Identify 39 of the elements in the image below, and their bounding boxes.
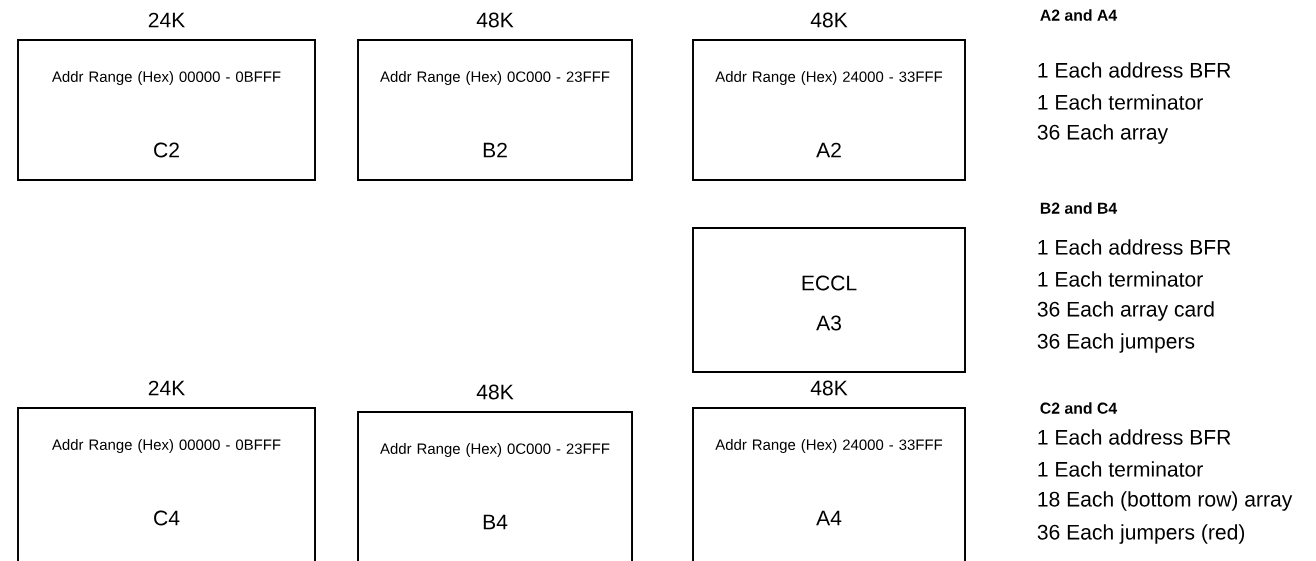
list-heading: B2 and B4 (1040, 202, 1118, 214)
node-label: C4 (154, 510, 180, 526)
memory-box: Addr Range (Hex) 00000 - 0BFFF C4 (17, 407, 316, 561)
node-label: Addr Range (Hex) 0C000 - 23FFF (380, 443, 610, 457)
parts-list-item: 36 Each jumpers (red) (1037, 524, 1245, 544)
memory-box: ECCL A3 (692, 227, 966, 373)
memory-box: Addr Range (Hex) 00000 - 0BFFF C2 (17, 39, 316, 181)
capacity-label: 24K (148, 380, 186, 396)
list-heading: C2 and C4 (1040, 402, 1118, 414)
parts-list-item: 1 Each address BFR (1038, 429, 1231, 445)
list-heading: A2 and A4 (1040, 9, 1118, 21)
parts-list-item: 1 Each terminator (1038, 271, 1203, 287)
memory-box: Addr Range (Hex) 0C000 - 23FFF B2 (357, 39, 633, 181)
parts-list-item: 1 Each address BFR (1038, 239, 1231, 255)
memory-box: Addr Range (Hex) 24000 - 33FFF A2 (692, 39, 966, 181)
parts-list-item: 36 Each array (1037, 124, 1169, 144)
node-label: Addr Range (Hex) 24000 - 33FFF (715, 71, 943, 85)
node-label: Addr Range (Hex) 0C000 - 23FFF (380, 71, 610, 85)
capacity-label: 48K (476, 384, 514, 400)
parts-list-item: 1 Each address BFR (1038, 62, 1231, 78)
node-label: Addr Range (Hex) 00000 - 0BFFF (51, 71, 281, 85)
parts-list-item: 36 Each array card (1037, 301, 1214, 321)
node-label: A4 (816, 510, 842, 526)
node-label: B4 (483, 514, 508, 530)
capacity-label: 24K (148, 12, 186, 28)
capacity-label: 48K (810, 12, 848, 28)
node-label: B2 (483, 142, 507, 158)
capacity-label: 48K (810, 380, 848, 396)
node-label: C2 (154, 142, 179, 158)
node-label: Addr Range (Hex) 00000 - 0BFFF (51, 439, 281, 453)
node-label: A2 (816, 142, 841, 158)
node-label: Addr Range (Hex) 24000 - 33FFF (715, 439, 943, 453)
capacity-label: 48K (476, 12, 514, 28)
parts-list-item: 18 Each (bottom row) array (1038, 491, 1293, 511)
memory-box: Addr Range (Hex) 0C000 - 23FFF B4 (357, 411, 633, 561)
parts-list-item: 1 Each terminator (1038, 94, 1203, 110)
parts-list-item: 1 Each terminator (1038, 461, 1203, 477)
memory-box: Addr Range (Hex) 24000 - 33FFF A4 (692, 407, 966, 561)
parts-list-item: 36 Each jumpers (1037, 333, 1195, 353)
